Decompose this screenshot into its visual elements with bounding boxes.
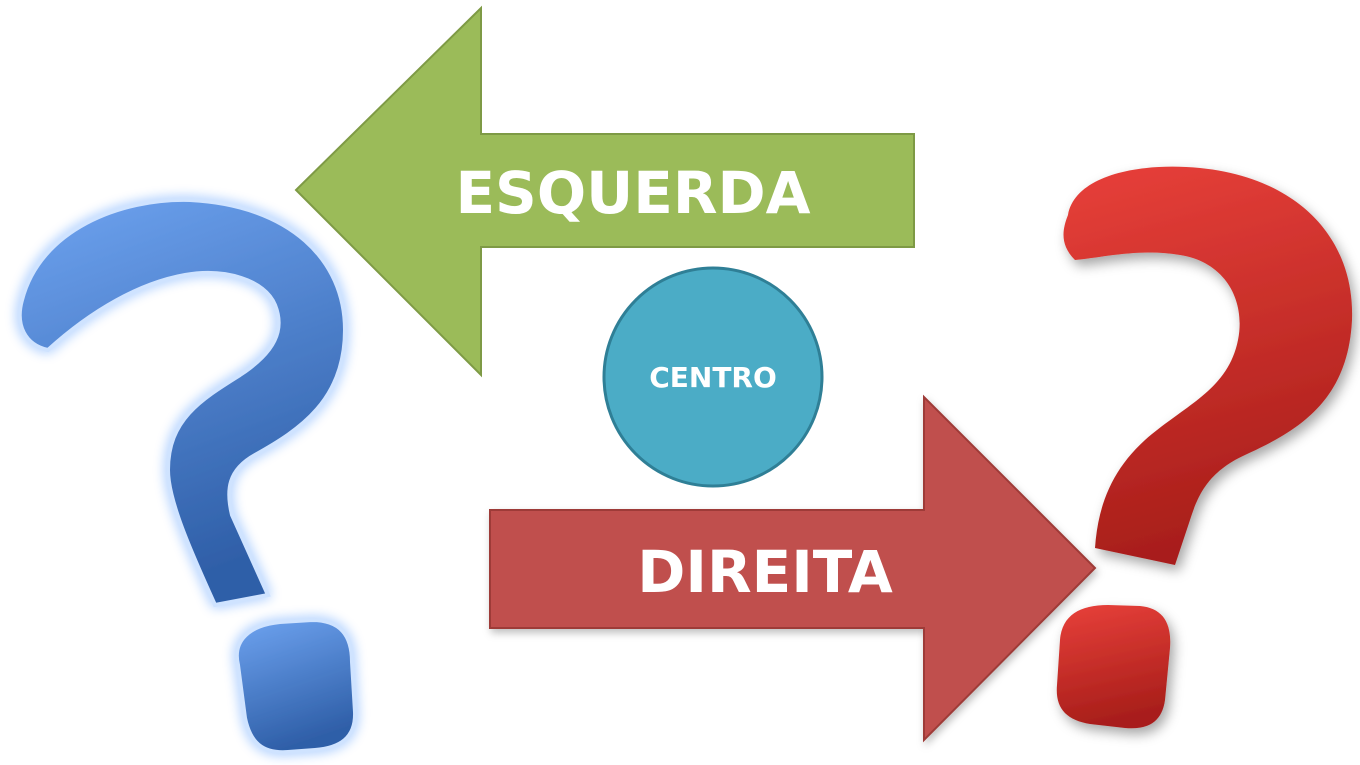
right-arrow-label: DIREITA xyxy=(637,538,893,606)
center-circle-label: CENTRO xyxy=(649,361,777,394)
blue-question-mark-hook xyxy=(17,197,348,608)
red-question-mark-dot xyxy=(1056,605,1171,729)
left-arrow: ESQUERDA xyxy=(294,5,915,378)
right-arrow-shape xyxy=(489,394,1097,743)
center-circle: CENTRO xyxy=(602,266,824,488)
left-arrow-shape xyxy=(294,5,915,378)
question-mark-icon xyxy=(17,197,358,755)
center-circle-shape xyxy=(602,266,824,488)
left-arrow-label: ESQUERDA xyxy=(455,159,810,227)
red-question-mark-hook xyxy=(1063,166,1353,566)
right-arrow: DIREITA xyxy=(489,394,1097,743)
blue-question-mark-dot xyxy=(234,617,358,755)
question-mark-icon xyxy=(1056,166,1353,729)
